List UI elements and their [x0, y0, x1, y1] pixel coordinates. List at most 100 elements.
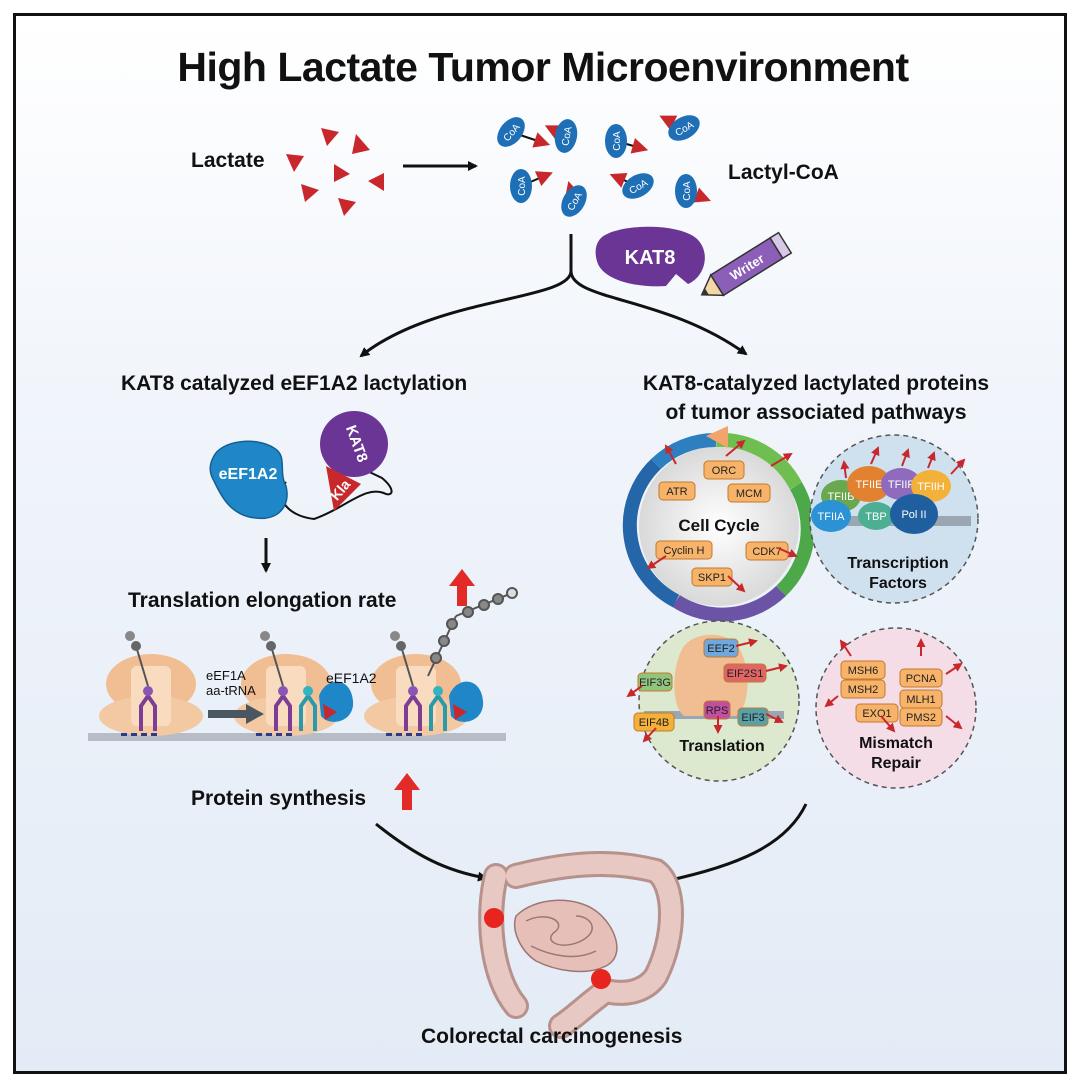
protein-tag-label: ATR	[666, 486, 687, 498]
eef1a2-small-label: eEF1A2	[326, 670, 377, 686]
pencil-icon: Writer	[700, 231, 793, 297]
protein-tag-label: PMS2	[906, 712, 936, 724]
protein-tag: Cyclin H	[655, 540, 713, 560]
protein-synthesis-label: Protein synthesis	[191, 787, 367, 810]
ribosome	[99, 631, 203, 736]
synthesis-up-arrow	[394, 773, 420, 810]
protein-tag: SKP1	[691, 567, 733, 587]
transcription-factor-label: Pol II	[901, 509, 926, 521]
protein-tag-label: RPS	[706, 705, 729, 717]
coa-label: CoA	[560, 125, 574, 146]
transcription-factor: TFIIA	[811, 500, 851, 532]
protein-tag: PCNA	[899, 668, 943, 688]
elongation-up-arrow	[449, 569, 475, 606]
kat8-label: KAT8	[625, 247, 676, 269]
protein-tag-label: EEF2	[707, 643, 735, 655]
transcription-factor: TFIIE	[847, 466, 891, 502]
left-section-heading: KAT8 catalyzed eEF1A2 lactylation	[121, 372, 468, 395]
ribosome	[234, 631, 354, 736]
tumor-spot-right	[591, 969, 611, 989]
protein-tag: RPS	[703, 700, 731, 720]
eef1a2-kat8-complex: eEF1A2 KAT8 Kla	[209, 411, 393, 521]
pathways-to-cancer-arrow	[664, 803, 808, 885]
synthesis-to-cancer-arrow	[375, 822, 488, 882]
lactyl-coa-molecule: CoA	[510, 169, 553, 203]
protein-tag-label: SKP1	[698, 572, 726, 584]
right-heading-line1: KAT8-catalyzed lactylated proteins	[642, 372, 990, 395]
protein-tag: MLH1	[899, 689, 943, 709]
colon-illustration	[478, 851, 684, 1039]
transcription-title-2: Factors	[869, 575, 927, 592]
protein-tag-label: MSH6	[848, 665, 879, 677]
lactyl-coa-molecule: CoA	[497, 117, 551, 148]
protein-tag-label: EIF3	[741, 712, 764, 724]
protein-tag: EXO1	[855, 703, 899, 723]
transcription-factor-label: TFIIF	[888, 479, 915, 491]
ribosome	[364, 631, 484, 736]
protein-tag: EIF4B	[633, 712, 675, 732]
eef1a2-label: eEF1A2	[219, 466, 278, 483]
protein-tag: EIF3	[737, 707, 769, 727]
tumor-spot-left	[484, 908, 504, 928]
protein-tag-label: PCNA	[906, 673, 937, 685]
mrna-strand	[88, 733, 506, 741]
protein-tag: EIF3G	[637, 672, 673, 692]
protein-tag-label: CDK7	[752, 546, 781, 558]
protein-tag-label: EXO1	[862, 708, 891, 720]
coa-label: CoA	[682, 181, 693, 201]
aa-trna-label: aa-tRNA	[206, 683, 256, 698]
lactyl-coa-molecule: CoA	[561, 181, 587, 217]
elongation-rate-label: Translation elongation rate	[128, 589, 397, 612]
transcription-factor: TFIIF	[881, 468, 921, 500]
protein-tag: ORC	[703, 460, 745, 480]
mismatch-title-1: Mismatch	[859, 735, 933, 752]
ribosome-series	[99, 631, 484, 736]
protein-tag: MCM	[727, 483, 771, 503]
protein-tag-label: EIF4B	[639, 717, 670, 729]
protein-tag: CDK7	[745, 541, 789, 561]
lactyl-coa-label: Lactyl-CoA	[728, 161, 839, 184]
cell-cycle-title: Cell Cycle	[678, 516, 759, 535]
mismatch-title-2: Repair	[871, 755, 921, 772]
figure-title: High Lactate Tumor Microenvironment	[177, 44, 909, 90]
carcinogenesis-label: Colorectal carcinogenesis	[421, 1025, 683, 1048]
protein-tag-label: MSH2	[848, 684, 879, 696]
eef1a-label: eEF1A	[206, 668, 246, 683]
protein-tag: MSH6	[840, 660, 886, 680]
protein-tag: EIF2S1	[723, 663, 767, 683]
protein-tag: PMS2	[899, 707, 943, 727]
translation-title: Translation	[679, 738, 764, 755]
branch-arrow-left	[359, 234, 573, 358]
protein-tag-label: MLH1	[906, 694, 935, 706]
kat8-writer-enzyme: KAT8 Writer	[595, 226, 793, 297]
protein-tag-label: MCM	[736, 488, 762, 500]
transcription-factor-label: TFIIA	[818, 511, 846, 523]
transcription-factor-label: TFIIH	[917, 481, 945, 493]
protein-tag: EEF2	[703, 638, 739, 658]
transcription-factor: TBP	[858, 502, 894, 530]
protein-tag-label: EIF2S1	[727, 668, 764, 680]
lactyl-coa-molecule: CoA	[605, 124, 649, 158]
transcription-factor-label: TBP	[865, 511, 886, 523]
transcription-factor: TFIIH	[911, 470, 951, 502]
transcription-title-1: Transcription	[847, 555, 948, 572]
lactate-label: Lactate	[191, 149, 265, 172]
protein-tag-label: EIF3G	[639, 677, 671, 689]
protein-tag-label: Cyclin H	[664, 545, 705, 557]
coa-label: CoA	[517, 176, 528, 196]
protein-tag: ATR	[658, 481, 696, 501]
coa-label: CoA	[612, 131, 623, 151]
lactate-molecules	[286, 128, 384, 216]
transcription-factor: Pol II	[890, 494, 938, 534]
right-heading-line2: of tumor associated pathways	[665, 401, 967, 424]
transcription-factor-label: TFIIB	[828, 491, 855, 503]
growing-peptide-chain	[427, 587, 518, 677]
protein-tag-label: ORC	[712, 465, 737, 477]
